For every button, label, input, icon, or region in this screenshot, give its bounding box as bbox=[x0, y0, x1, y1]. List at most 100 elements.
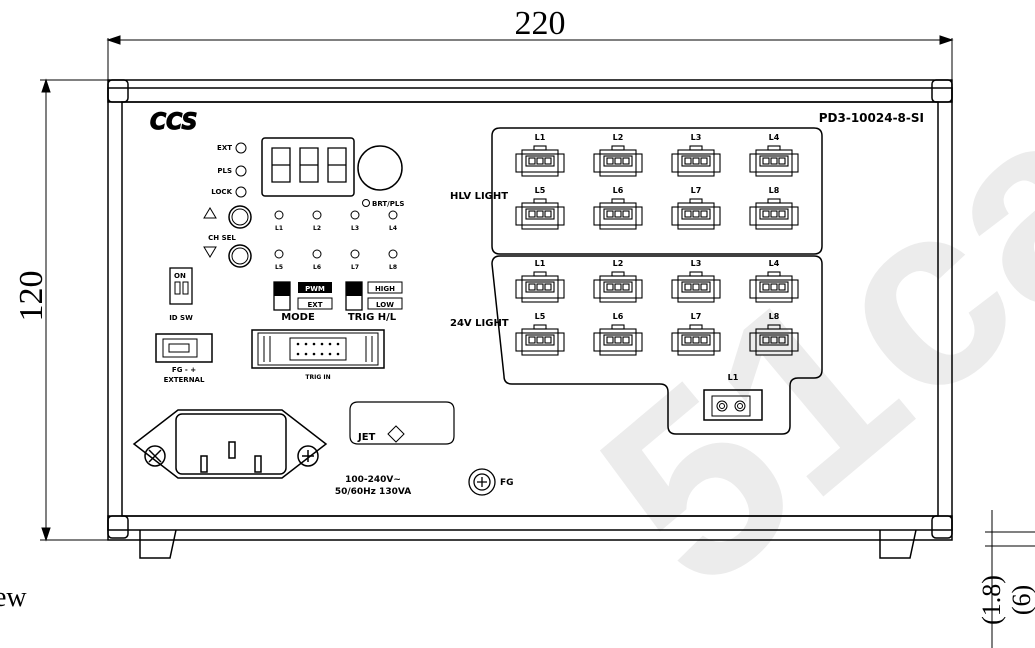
ground-icon bbox=[477, 477, 487, 487]
svg-text:L5: L5 bbox=[275, 264, 283, 271]
hlv-light-label: HLV LIGHT bbox=[450, 191, 508, 202]
indicator-group: EXT PLS LOCK bbox=[211, 142, 247, 198]
port-label: L5 bbox=[535, 312, 546, 321]
led-lock-icon bbox=[235, 186, 247, 198]
port-label: L3 bbox=[691, 133, 702, 142]
hlv-port-1: L1 bbox=[515, 133, 565, 177]
mode-opt-pwm: PWM bbox=[305, 285, 325, 293]
svg-text:L1: L1 bbox=[275, 225, 283, 232]
watermark: 51cam bbox=[550, 0, 1035, 643]
svg-text:L2: L2 bbox=[313, 225, 321, 232]
svg-text:L7: L7 bbox=[351, 264, 359, 271]
dimension-width bbox=[106, 35, 954, 80]
hlv-port-2: L2 bbox=[593, 133, 643, 177]
v24-port-5: L5 bbox=[515, 312, 565, 356]
id-sw-on-label: ON bbox=[174, 272, 186, 280]
svg-text:L3: L3 bbox=[351, 225, 359, 232]
port-label: L1 bbox=[535, 259, 546, 268]
power-inlet bbox=[132, 409, 328, 479]
v24-light-label: 24V LIGHT bbox=[450, 318, 509, 329]
v24-port-6: L6 bbox=[593, 312, 643, 356]
height-dimension: 120 bbox=[13, 271, 50, 322]
view-label: ew bbox=[0, 582, 27, 613]
ch-sel-label: CH SEL bbox=[208, 234, 236, 242]
v24-port-1: L1 bbox=[515, 259, 565, 303]
external-connector: FG - + EXTERNAL bbox=[155, 333, 213, 384]
fg-terminal bbox=[468, 468, 496, 496]
mode-label: MODE bbox=[281, 312, 315, 323]
trig-switch[interactable]: HIGH LOW TRIG H/L bbox=[345, 281, 403, 323]
port-label: L4 bbox=[769, 133, 780, 142]
port-label: L2 bbox=[613, 133, 624, 142]
ch-down-button[interactable] bbox=[228, 244, 252, 268]
hlv-port-6: L6 bbox=[593, 186, 643, 230]
led-ext-icon bbox=[235, 142, 247, 154]
hlv-port-3: L3 bbox=[671, 133, 721, 177]
led-pls-icon bbox=[235, 165, 247, 177]
screw-icon bbox=[302, 450, 314, 462]
trig-opt-high: HIGH bbox=[375, 285, 395, 293]
svg-text:L6: L6 bbox=[313, 264, 321, 271]
port-label: L8 bbox=[769, 312, 780, 321]
power-rating-line1: 100-240V~ bbox=[345, 475, 401, 485]
up-arrow-icon bbox=[203, 207, 217, 219]
port-label: L8 bbox=[769, 186, 780, 195]
output-panel bbox=[491, 127, 823, 435]
trig-label: TRIG H/L bbox=[348, 312, 397, 323]
port-label: L3 bbox=[691, 259, 702, 268]
knob-marker-icon bbox=[362, 199, 370, 207]
indicator-ext-label: EXT bbox=[217, 144, 232, 152]
external-label: EXTERNAL bbox=[164, 376, 205, 384]
v24-port-2: L2 bbox=[593, 259, 643, 303]
v24-port-4: L4 bbox=[749, 259, 799, 303]
enclosure bbox=[107, 79, 953, 559]
extra-port-label: L1 bbox=[728, 373, 739, 382]
model-number: PD3-10024-8-SI bbox=[819, 111, 924, 125]
port-label: L1 bbox=[535, 133, 546, 142]
jet-mark: JET bbox=[349, 401, 455, 445]
extra-output-connector: L1 bbox=[703, 373, 763, 421]
id-switch[interactable]: ON ID SW bbox=[169, 267, 193, 322]
jet-label: JET bbox=[357, 432, 376, 443]
hlv-port-4: L4 bbox=[749, 133, 799, 177]
foot-gap-dim: (1.8) bbox=[977, 575, 1006, 625]
fg-conn-label: FG - + bbox=[172, 366, 196, 374]
port-label: L2 bbox=[613, 259, 624, 268]
port-label: L4 bbox=[769, 259, 780, 268]
id-sw-label: ID SW bbox=[169, 314, 193, 322]
power-rating-line2: 50/60Hz 130VA bbox=[335, 487, 411, 497]
port-label: L7 bbox=[691, 186, 702, 195]
fg-label: FG bbox=[500, 478, 514, 488]
screw-icon bbox=[148, 449, 162, 463]
indicator-pls-label: PLS bbox=[217, 167, 232, 175]
trig-in-connector: TRIG IN bbox=[251, 329, 385, 381]
mode-opt-ext: EXT bbox=[308, 301, 323, 309]
port-label: L7 bbox=[691, 312, 702, 321]
dimension-height bbox=[40, 78, 110, 542]
watermark-text: 51cam bbox=[550, 0, 1035, 643]
hlv-port-5: L5 bbox=[515, 186, 565, 230]
hlv-port-7: L7 bbox=[671, 186, 721, 230]
trig-opt-low: LOW bbox=[376, 301, 394, 309]
svg-text:L8: L8 bbox=[389, 264, 397, 271]
down-arrow-icon bbox=[203, 246, 217, 258]
svg-text:L4: L4 bbox=[389, 225, 397, 232]
mode-switch[interactable]: PWM EXT MODE bbox=[273, 281, 333, 323]
foot-height-dim: (6) bbox=[1007, 585, 1035, 615]
knob-label: BRT/PLS bbox=[372, 200, 404, 208]
dimension-foot bbox=[985, 510, 1035, 648]
channel-leds: L1 L2 L3 L4 L5 L6 L7 L8 bbox=[274, 210, 398, 271]
diamond-icon bbox=[387, 425, 405, 443]
v24-port-7: L7 bbox=[671, 312, 721, 356]
trig-in-label: TRIG IN bbox=[305, 374, 330, 381]
port-label: L6 bbox=[613, 186, 624, 195]
brightness-knob[interactable] bbox=[357, 145, 403, 191]
ch-sel-group: CH SEL bbox=[203, 205, 252, 268]
v24-port-8: L8 bbox=[749, 312, 799, 356]
port-label: L5 bbox=[535, 186, 546, 195]
v24-port-3: L3 bbox=[671, 259, 721, 303]
hlv-port-8: L8 bbox=[749, 186, 799, 230]
port-label: L6 bbox=[613, 312, 624, 321]
ch-up-button[interactable] bbox=[228, 205, 252, 229]
